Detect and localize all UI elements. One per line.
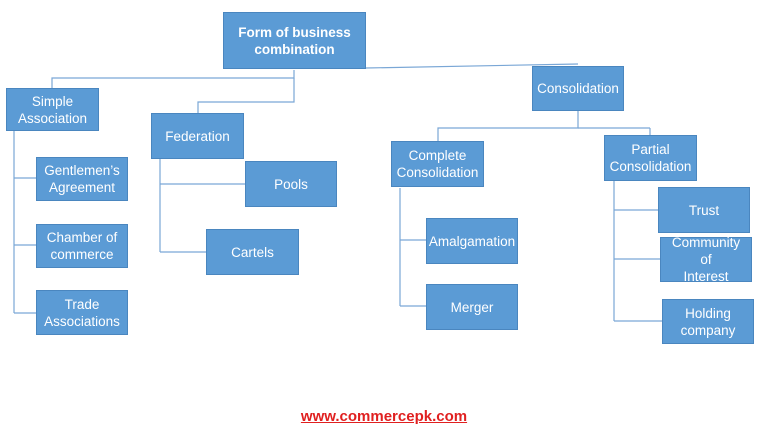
connector-consolidation-children	[437, 111, 579, 141]
node-label: Community of Interest	[671, 235, 741, 284]
node-label: Trust	[688, 202, 720, 218]
node-label: Trade Associations	[44, 296, 120, 329]
node-label: Complete Consolidation	[396, 148, 479, 180]
connector-root-simple	[51, 70, 295, 88]
node-chamber-of-commerce: Chamber of commerce	[36, 224, 128, 268]
node-label: Simple Association	[17, 93, 88, 126]
node-complete-consolidation: Complete Consolidation	[391, 141, 484, 187]
node-label: Cartels	[231, 244, 274, 260]
node-trust: Trust	[658, 187, 750, 233]
node-simple-association: Simple Association	[6, 88, 99, 131]
node-holding-company: Holding company	[662, 299, 754, 344]
node-partial-consolidation: Partial Consolidation	[604, 135, 697, 181]
node-label: Consolidation	[537, 81, 619, 96]
node-label: Holding company	[680, 305, 736, 338]
connector-root-consolidation	[365, 63, 579, 69]
node-label: Pools	[274, 176, 308, 192]
node-label: Gentlemen’s Agreement	[44, 163, 120, 195]
node-gentlemens-agreement: Gentlemen’s Agreement	[36, 157, 128, 201]
website-link[interactable]: www.commercepk.com	[300, 408, 468, 425]
node-merger: Merger	[426, 284, 518, 330]
node-label: Form of business combination	[238, 24, 351, 57]
connector-root-federation	[197, 78, 295, 113]
node-amalgamation: Amalgamation	[426, 218, 518, 264]
node-label: Federation	[165, 128, 230, 144]
node-form-of-business-combination: Form of business combination	[223, 12, 366, 69]
node-pools: Pools	[245, 161, 337, 207]
node-cartels: Cartels	[206, 229, 299, 275]
node-consolidation: Consolidation	[532, 66, 624, 111]
node-community-of-interest: Community of Interest	[660, 235, 752, 284]
node-label: Amalgamation	[428, 233, 516, 249]
node-trade-associations: Trade Associations	[36, 290, 128, 335]
node-label: Merger	[450, 299, 494, 315]
node-label: Chamber of commerce	[46, 230, 118, 262]
node-federation: Federation	[151, 113, 244, 159]
node-label: Partial Consolidation	[609, 142, 692, 174]
